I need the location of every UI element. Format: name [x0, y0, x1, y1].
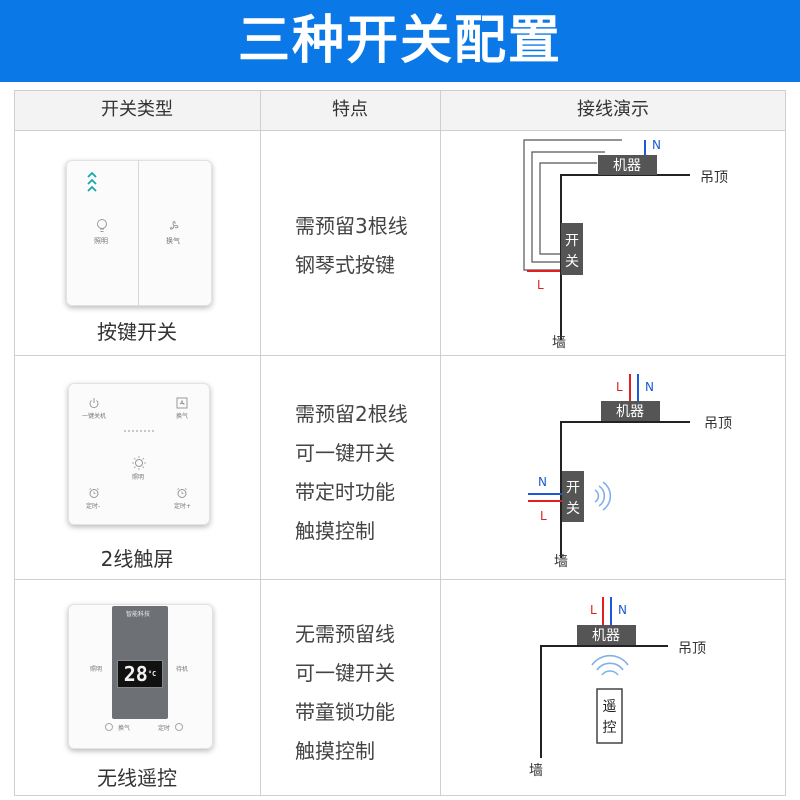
grid-line — [14, 355, 786, 356]
switch-box — [562, 471, 584, 522]
neutral-label: N — [652, 138, 661, 152]
machine-box — [577, 625, 636, 645]
touch-dot-icon — [175, 723, 183, 731]
machine-label: 机器 — [616, 404, 644, 420]
wire — [539, 162, 597, 255]
alarm-clock-icon — [89, 488, 99, 498]
switch-type-label: 按键开关 — [97, 320, 177, 344]
indicator-arrows-icon — [87, 171, 97, 192]
feature-item: 可一键开关 — [295, 441, 395, 465]
neutral-label: N — [618, 603, 627, 617]
feature-item: 需预留3根线 — [295, 214, 408, 238]
bulb-icon — [97, 219, 107, 232]
screen-brand-text: 智能科技 — [126, 611, 151, 618]
grid-line — [440, 90, 441, 796]
neutral-label: N — [538, 475, 547, 489]
switch-type-label: 无线遥控 — [97, 766, 177, 790]
button-switch-panel: 照明 换气 — [66, 160, 212, 306]
signal-waves-icon — [594, 481, 612, 511]
wall-label: 墙 — [554, 554, 568, 570]
switch-type-label: 2线触屏 — [100, 547, 174, 571]
feature-item: 需预留2根线 — [295, 402, 408, 426]
machine-box — [601, 401, 660, 421]
display-screen: 智能科技 28°C — [112, 606, 168, 719]
live-label: L — [590, 603, 597, 617]
config-table: 开关类型 特点 接线演示 照明 换气 按键开关 需预留3根线 钢琴式按键 一键关… — [14, 90, 786, 796]
wiring-diagram-touch: 机器 吊顶 L N N L 开 关 墙 — [528, 374, 732, 570]
vent-label: 换气 — [118, 725, 131, 732]
neutral-label: N — [645, 380, 654, 394]
temperature-value: 28 — [123, 662, 148, 686]
wall-ceiling-line — [540, 645, 668, 758]
light-label: 照明 — [132, 474, 145, 481]
timer-label: 定时 — [158, 725, 171, 732]
wiring-diagram-remote: 机器 吊顶 L N 遥 控 墙 — [529, 597, 706, 779]
remote-label-1: 遥 — [603, 699, 617, 715]
feature-item: 触摸控制 — [295, 519, 375, 543]
switch-box — [561, 223, 583, 275]
grid-line — [14, 579, 786, 580]
light-label: 照明 — [94, 237, 108, 245]
alarm-clock-icon — [177, 488, 187, 498]
machine-box — [598, 155, 657, 175]
remote-switch-panel: 智能科技 28°C 照明 待机 换气 定时 — [68, 604, 213, 749]
timer-plus-label: 定时+ — [174, 503, 192, 510]
wall-label: 墙 — [552, 335, 566, 351]
remote-label-2: 控 — [603, 720, 617, 736]
light-label: 照明 — [90, 666, 103, 673]
fan-icon — [176, 397, 188, 409]
feature-item: 带童锁功能 — [295, 700, 395, 724]
ceiling-label: 吊顶 — [700, 170, 728, 186]
wire — [531, 151, 605, 263]
remote-box — [596, 688, 623, 744]
grid-line — [260, 90, 261, 796]
feature-item: 带定时功能 — [295, 480, 395, 504]
switch-label-2: 关 — [566, 501, 580, 517]
live-label: L — [616, 380, 623, 394]
fan-icon — [169, 221, 179, 230]
grid-line — [14, 90, 786, 91]
header-switch-type: 开关类型 — [101, 99, 173, 120]
vent-label: 换气 — [176, 413, 189, 420]
touch-switch-panel: 一键关机 换气 照明 定时- 定时+ — [68, 383, 210, 525]
wall-label: 墙 — [529, 763, 543, 779]
temperature-display: 28°C — [117, 660, 163, 688]
wall-ceiling-line — [560, 421, 690, 558]
live-label: L — [540, 509, 547, 523]
ceiling-label: 吊顶 — [678, 641, 706, 657]
switch-label-1: 开 — [566, 480, 580, 496]
one-key-off-label: 一键关机 — [82, 413, 107, 420]
touch-dot-icon — [105, 723, 113, 731]
slider-dots — [124, 430, 156, 432]
feature-item: 钢琴式按键 — [295, 253, 395, 277]
feature-item: 无需预留线 — [295, 622, 395, 646]
wiring-diagram-button: 机器 吊顶 N L 开 关 墙 — [523, 138, 728, 351]
standby-label: 待机 — [176, 666, 189, 673]
grid-line — [14, 130, 786, 131]
feature-item: 可一键开关 — [295, 661, 395, 685]
machine-label: 机器 — [613, 158, 641, 174]
temperature-unit: °C — [147, 670, 157, 678]
vent-label: 换气 — [166, 237, 180, 245]
table-header — [14, 90, 786, 130]
live-label: L — [537, 278, 544, 292]
grid-line — [785, 90, 786, 796]
title-banner — [0, 0, 800, 82]
timer-minus-label: 定时- — [86, 503, 101, 510]
grid-line — [14, 795, 786, 796]
header-wiring: 接线演示 — [577, 99, 649, 120]
header-features: 特点 — [332, 99, 368, 120]
machine-label: 机器 — [592, 628, 620, 644]
bulb-icon — [132, 456, 146, 470]
power-icon — [89, 398, 99, 409]
panel-divider — [138, 160, 139, 306]
ceiling-label: 吊顶 — [704, 416, 732, 432]
switch-label-2: 关 — [565, 254, 579, 270]
switch-label-1: 开 — [565, 233, 579, 249]
signal-waves-icon — [591, 654, 629, 676]
feature-item: 触摸控制 — [295, 739, 375, 763]
page-title: 三种开关配置 — [237, 11, 562, 71]
grid-line — [14, 90, 15, 796]
